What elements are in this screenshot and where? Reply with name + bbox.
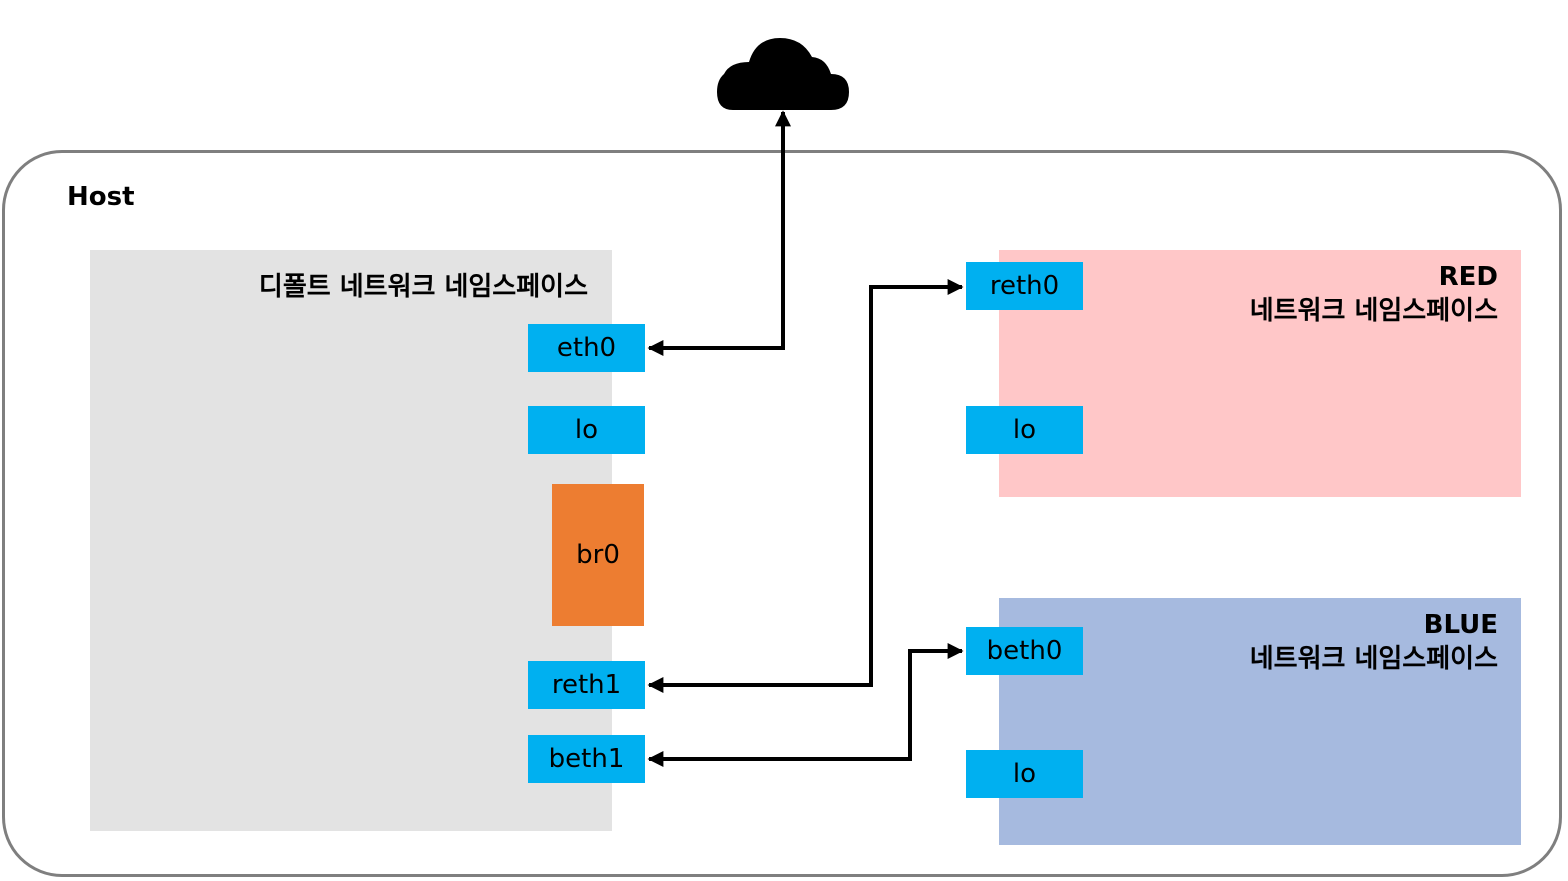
br0-bridge: br0: [552, 484, 644, 626]
red-namespace-name: RED: [1438, 262, 1498, 292]
blue-namespace-title: BLUE 네트워크 네임스페이스: [1250, 608, 1498, 676]
reth0-interface: reth0: [966, 262, 1083, 310]
cloud-icon: [717, 38, 849, 110]
default-namespace: 디폴트 네트워크 네임스페이스: [90, 250, 612, 831]
eth0-uplink-arrow: [647, 110, 791, 356]
red-namespace: RED 네트워크 네임스페이스: [999, 250, 1521, 497]
eth0-interface: eth0: [528, 324, 645, 372]
default-namespace-title: 디폴트 네트워크 네임스페이스: [258, 272, 588, 302]
beth-veth-arrow: [647, 643, 964, 767]
red-namespace-title: RED 네트워크 네임스페이스: [1250, 260, 1498, 328]
red-lo-interface: lo: [966, 406, 1083, 454]
reth1-interface: reth1: [528, 661, 645, 709]
blue-namespace-name: BLUE: [1423, 610, 1498, 640]
host-label: Host: [67, 182, 135, 212]
blue-namespace-subtitle: 네트워크 네임스페이스: [1249, 644, 1498, 674]
beth0-interface: beth0: [966, 627, 1083, 675]
blue-namespace: BLUE 네트워크 네임스페이스: [999, 598, 1521, 845]
blue-lo-interface: lo: [966, 750, 1083, 798]
red-namespace-subtitle: 네트워크 네임스페이스: [1249, 296, 1498, 326]
beth1-interface: beth1: [528, 735, 645, 783]
default-lo-interface: lo: [528, 406, 645, 454]
